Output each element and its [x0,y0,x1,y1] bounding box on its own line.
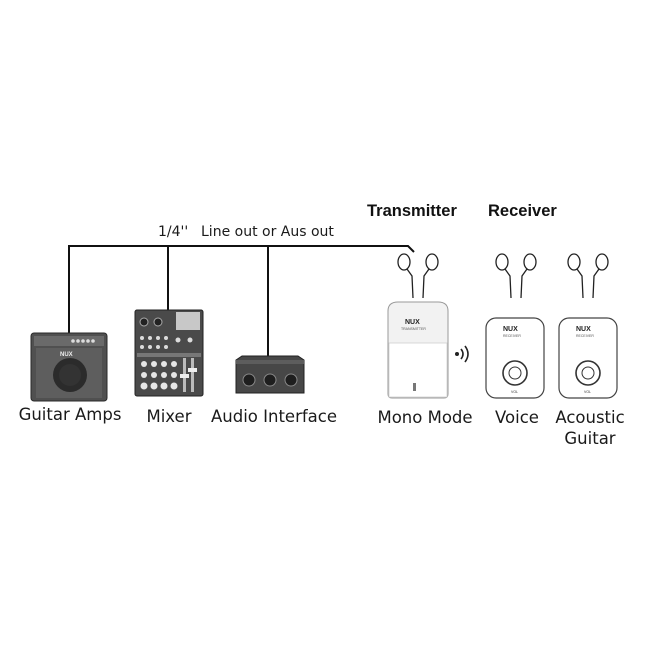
receiver-guitar-vol: VOL [584,390,591,394]
receiver-voice-device-icon: NUX RECEIVER VOL [485,317,545,399]
receiver-guitar-marking: RECEIVER [576,334,594,338]
receiver-guitar-device-icon: NUX RECEIVER VOL [558,317,618,399]
wireless-signal-icon [455,345,469,363]
receiver-heading: Receiver [488,202,557,220]
guitar-amps-label: Guitar Amps [18,405,122,424]
mixer-label: Mixer [146,407,192,426]
transmitter-heading: Transmitter [367,202,457,220]
cable-size-label: 1/4'' [158,224,189,240]
receiver-guitar-earbuds-icon [567,253,609,299]
amp-logo: NUX [60,352,73,358]
cable-type-label: Line out or Aus out [201,224,334,240]
acoustic-guitar-label-line2: Guitar [564,429,616,448]
mono-mode-label: Mono Mode [377,408,473,427]
receiver-guitar-brand: NUX [576,326,591,333]
acoustic-guitar-label-line1: Acoustic [555,408,625,427]
transmitter-brand: NUX [405,319,420,326]
transmitter-device-icon: NUX TRANSMITTER [387,301,449,399]
audio-interface-icon [235,355,305,394]
guitar-amp-icon: NUX [30,332,108,402]
audio-interface-label: Audio Interface [210,407,337,426]
voice-label: Voice [495,408,539,427]
receiver-voice-marking: RECEIVER [503,334,521,338]
receiver-voice-earbuds-icon [495,253,537,299]
cable-lines [68,245,415,357]
receiver-voice-brand: NUX [503,326,518,333]
receiver-voice-vol: VOL [511,390,518,394]
mixer-icon [134,309,204,397]
acoustic-guitar-label: Acoustic Guitar [548,407,632,449]
earbuds-icon [397,253,439,299]
transmitter-marking: TRANSMITTER [401,327,426,331]
